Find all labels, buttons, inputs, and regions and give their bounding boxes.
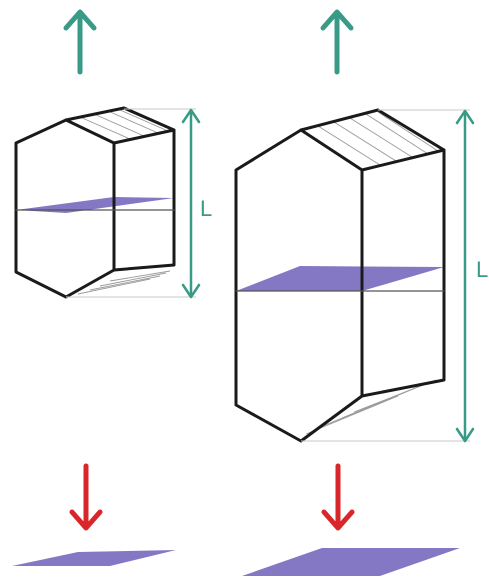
length-label: L bbox=[200, 196, 212, 221]
deposited-plane bbox=[12, 550, 176, 566]
arrow-down-icon bbox=[69, 463, 103, 531]
top-face bbox=[301, 110, 444, 170]
length-dimension: L bbox=[455, 109, 488, 443]
section-plane bbox=[236, 266, 444, 291]
length-label: L bbox=[476, 257, 488, 282]
arrow-up-icon bbox=[320, 9, 354, 75]
bottom-face-hatching bbox=[77, 270, 171, 295]
deposited-plane bbox=[242, 548, 460, 576]
top-face-hatching bbox=[79, 109, 169, 140]
length-dimension: L bbox=[181, 108, 212, 299]
arrow-up-icon bbox=[63, 9, 97, 75]
large-crystal: L bbox=[234, 9, 488, 576]
small-crystal: L bbox=[12, 9, 212, 566]
top-face-hatching bbox=[317, 111, 439, 166]
section-plane bbox=[16, 197, 174, 213]
arrow-down-icon bbox=[321, 463, 355, 531]
bottom-face-hatching bbox=[305, 379, 437, 435]
